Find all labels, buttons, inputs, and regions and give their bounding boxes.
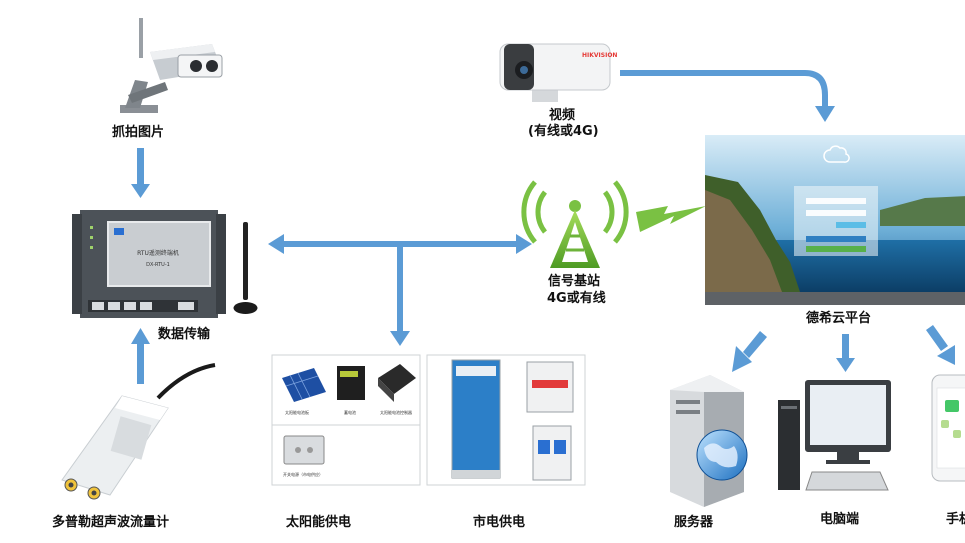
- label-video-line1: 视频: [549, 108, 576, 123]
- arrow-cloud-to-server: [732, 331, 767, 372]
- wireless-link-icon: [636, 206, 706, 232]
- phone-icon: [931, 374, 965, 482]
- rtu-device-title: RTU遥测终端机: [137, 249, 179, 257]
- rtu-device: [72, 210, 226, 318]
- snapshot-camera-icon: [120, 18, 223, 113]
- label-phone: 手机: [946, 512, 965, 527]
- arrow-to-power-supply: [390, 247, 410, 346]
- label-cloud-platform: 德希云平台: [806, 311, 872, 326]
- label-flowmeter: 多普勒超声波流量计: [52, 515, 170, 530]
- label-rtu: 数据传输: [158, 327, 211, 342]
- solar-item-battery: 蓄电池: [344, 409, 356, 415]
- arrow-cloud-to-pc: [836, 334, 855, 372]
- arrow-flowmeter-to-rtu: [131, 328, 150, 384]
- arrow-rtu-tower-bidirectional: [268, 234, 532, 254]
- solar-item-switch-psu: 开关电源（市电供应）: [283, 471, 323, 477]
- label-tower-line1: 信号基站: [548, 274, 601, 289]
- solar-item-panel: 太阳能电池板: [285, 409, 309, 415]
- label-mains-power: 市电供电: [473, 515, 526, 530]
- doppler-flowmeter-icon: [61, 363, 216, 500]
- arrows: [131, 70, 955, 384]
- label-tower-line2: 4G或有线: [547, 291, 606, 306]
- arrow-video-to-cloud: [620, 70, 835, 122]
- label-pc: 电脑端: [820, 512, 860, 527]
- arrow-cloud-to-phone: [926, 325, 955, 365]
- solar-item-controller: 太阳能电池控制器: [380, 409, 412, 415]
- solar-power-panel: [271, 354, 421, 486]
- antenna-icon: [233, 222, 258, 314]
- label-video-line2: (有线或4G): [528, 124, 599, 139]
- svg-text:HIKVISION: HIKVISION: [582, 52, 617, 59]
- label-server: 服务器: [674, 515, 714, 530]
- signal-tower-icon: [521, 180, 629, 268]
- mains-power-panel: [426, 354, 586, 486]
- label-snapshot-camera: 抓拍图片: [112, 125, 165, 140]
- arrow-camera-to-rtu: [131, 148, 150, 198]
- video-camera-icon: HIKVISION: [499, 43, 617, 102]
- cloud-platform-screenshot: [705, 135, 965, 305]
- server-icon: [670, 375, 748, 507]
- label-solar-power: 太阳能供电: [286, 515, 352, 530]
- rtu-device-model: DX-RTU-1: [146, 262, 170, 268]
- pc-icon: [778, 380, 891, 491]
